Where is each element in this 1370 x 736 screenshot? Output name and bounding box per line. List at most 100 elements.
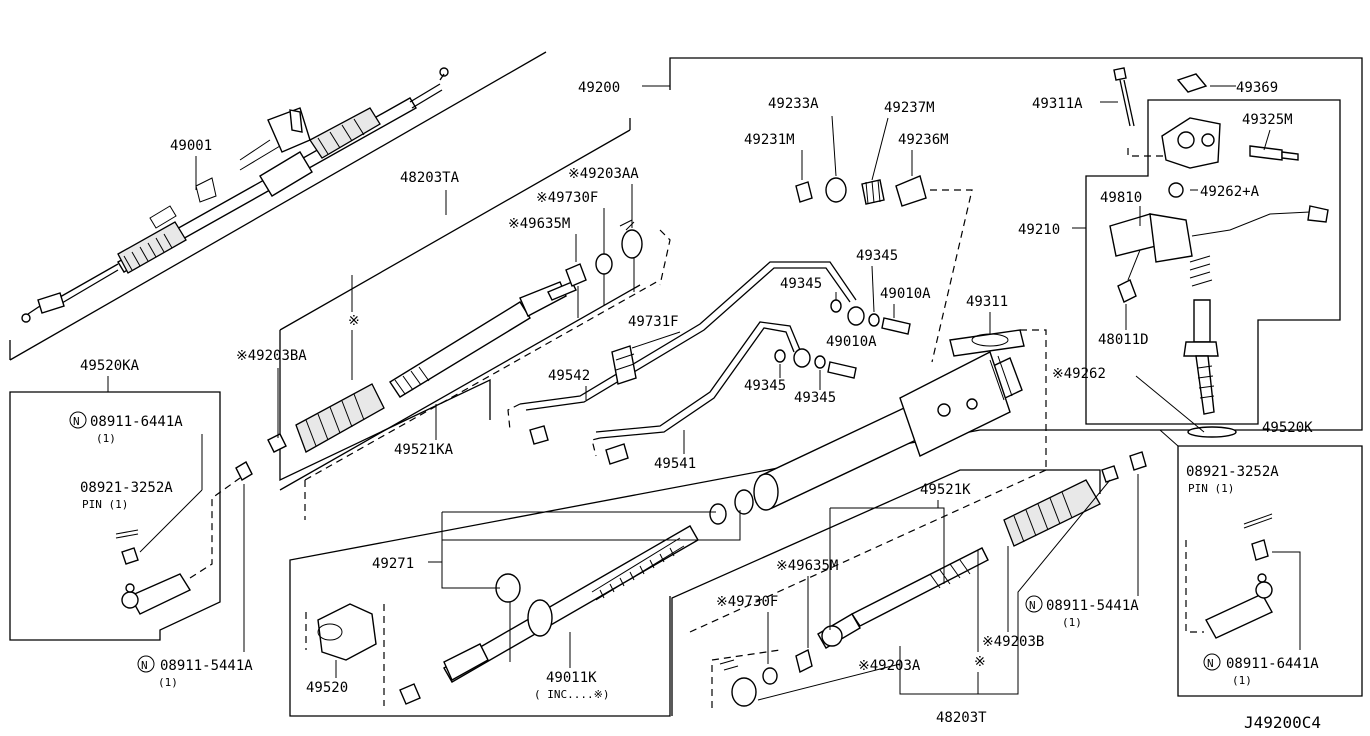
svg-text:※49203AA: ※49203AA <box>568 166 639 182</box>
label-08911-5441A-b: 08911-5441A <box>1046 598 1139 614</box>
fittings-49345-49010A <box>774 299 911 379</box>
label-49011K: 49011K ( INC....※) <box>509 602 609 701</box>
svg-text:49236M: 49236M <box>898 132 949 148</box>
svg-text:N: N <box>1207 657 1214 670</box>
label-49203B: ※49203B <box>982 546 1044 650</box>
label-48203T: 48203T <box>936 710 987 726</box>
svg-text:※49203BA: ※49203BA <box>236 348 307 364</box>
label-49635M-a: ※49635M <box>508 216 579 318</box>
label-08911-6441A-a: 08911-6441A <box>90 414 183 430</box>
label-08911-5441A-a: 08911-5441A <box>160 658 253 674</box>
label-49010A-a: 49010A <box>880 286 931 318</box>
valve-box-49210 <box>1072 99 1341 425</box>
svg-text:49010A: 49010A <box>880 286 931 302</box>
label-49730F-b: ※49730F <box>716 594 778 664</box>
svg-text:49345: 49345 <box>794 390 836 406</box>
label-49271: 49271 <box>372 510 741 589</box>
label-08921-3252A-b: 08921-3252A <box>1186 464 1279 480</box>
steering-gear-assembly-49001 <box>9 51 547 361</box>
diagram-id: J49200C4 <box>1244 713 1321 732</box>
rack-49011K <box>443 525 699 683</box>
tie-rod-end-box-49520KA <box>9 376 221 641</box>
svg-text:49521KA: 49521KA <box>394 442 454 458</box>
label-49731F: 49731F <box>628 314 679 330</box>
svg-text:49001: 49001 <box>170 138 212 154</box>
svg-text:N: N <box>1029 599 1036 612</box>
gear-housing-box-49200 <box>289 57 1363 717</box>
label-08921-3252A-b-pin: PIN (1) <box>1188 482 1234 495</box>
svg-text:49271: 49271 <box>372 556 414 572</box>
svg-text:48203T: 48203T <box>936 710 987 726</box>
label-49262A: 49262+A <box>1200 184 1260 200</box>
svg-text:49233A: 49233A <box>768 96 819 112</box>
label-49325M: 49325M <box>1242 112 1293 128</box>
label-49521KA: 49521KA <box>394 404 454 458</box>
label-49520K: 49520K <box>1262 420 1313 436</box>
label-49541: 49541 <box>654 430 696 472</box>
label-49345-a: 49345 <box>856 248 898 313</box>
label-49203BA: ※49203BA <box>236 348 307 438</box>
nut-symbol-c: N <box>1025 595 1043 613</box>
tie-rod-end-right <box>1185 539 1273 639</box>
svg-text:N: N <box>73 415 80 428</box>
svg-text:49311: 49311 <box>966 294 1008 310</box>
svg-text:※49730F: ※49730F <box>536 190 598 206</box>
label-49730F-a: ※49730F <box>536 190 605 306</box>
label-49542: 49542 <box>548 368 590 400</box>
tie-rod-set-box-48203TA <box>279 118 671 520</box>
boot-part-49203BA <box>267 383 385 453</box>
asterisk-a: ※ <box>348 313 360 329</box>
cap-49369 <box>1176 73 1208 93</box>
label-49001: 49001 <box>170 138 212 190</box>
svg-text:49521K: 49521K <box>920 482 971 498</box>
nut-symbol-a: N <box>69 411 87 429</box>
inner-tie-rod-right <box>795 547 989 674</box>
svg-text:49345: 49345 <box>856 248 898 264</box>
label-49345-d: 49345 <box>794 370 836 406</box>
svg-text:※49203B: ※49203B <box>982 634 1044 650</box>
svg-text:48203TA: 48203TA <box>400 170 460 186</box>
nut-08911-5441A-left <box>235 461 253 481</box>
svg-text:49345: 49345 <box>744 378 786 394</box>
label-49231M: 49231M <box>744 132 803 180</box>
svg-text:49345: 49345 <box>780 276 822 292</box>
nut-symbol-d: N <box>1203 653 1221 671</box>
label-08911-5441A-b-qty: (1) <box>1062 616 1082 629</box>
svg-text:49231M: 49231M <box>744 132 795 148</box>
mount-bushing-49520 <box>305 603 421 706</box>
label-49520KA: 49520KA <box>80 358 140 374</box>
label-49010A-b: 49010A <box>826 334 877 350</box>
label-49521K: 49521K <box>829 482 971 630</box>
svg-text:49010A: 49010A <box>826 334 877 350</box>
label-49520: 49520 <box>306 660 348 696</box>
valve-parts-49231M-49233A-49237M-49236M <box>795 175 973 363</box>
svg-text:※49730F: ※49730F <box>716 594 778 610</box>
asterisk-b: ※ <box>974 654 986 670</box>
label-49262: ※49262 <box>1052 366 1106 382</box>
svg-text:※49203A: ※49203A <box>858 658 921 674</box>
label-49810: 49810 <box>1100 190 1142 206</box>
tie-rod-end-box-49520K <box>1159 429 1363 697</box>
label-49345-c: 49345 <box>744 364 786 394</box>
label-49203AA: ※49203AA <box>568 166 639 292</box>
label-49210: 49210 <box>1018 222 1060 238</box>
nut-symbol-b: N <box>137 655 155 673</box>
svg-text:※49635M: ※49635M <box>508 216 570 232</box>
label-49200: 49200 <box>578 80 620 96</box>
label-49635M-b: ※49635M <box>776 558 838 648</box>
svg-text:N: N <box>141 659 148 672</box>
pressure-pipes-49541-49542 <box>507 261 857 465</box>
tie-rod-set-box-48203T <box>671 469 1101 716</box>
label-49369: 49369 <box>1236 80 1278 96</box>
label-08921-3252A-a-pin: PIN (1) <box>82 498 128 511</box>
pinion-parts <box>1109 117 1329 438</box>
bolt-49311A <box>1113 67 1135 127</box>
label-48011D: 48011D <box>1098 332 1149 348</box>
svg-text:49520: 49520 <box>306 680 348 696</box>
svg-text:49237M: 49237M <box>884 100 935 116</box>
label-49311: 49311 <box>966 294 1008 334</box>
label-08911-5441A-a-qty: (1) <box>158 676 178 689</box>
label-08911-6441A-b-qty: (1) <box>1232 674 1252 687</box>
bushing-49271 <box>495 489 754 603</box>
label-48203TA: 48203TA <box>400 170 460 215</box>
